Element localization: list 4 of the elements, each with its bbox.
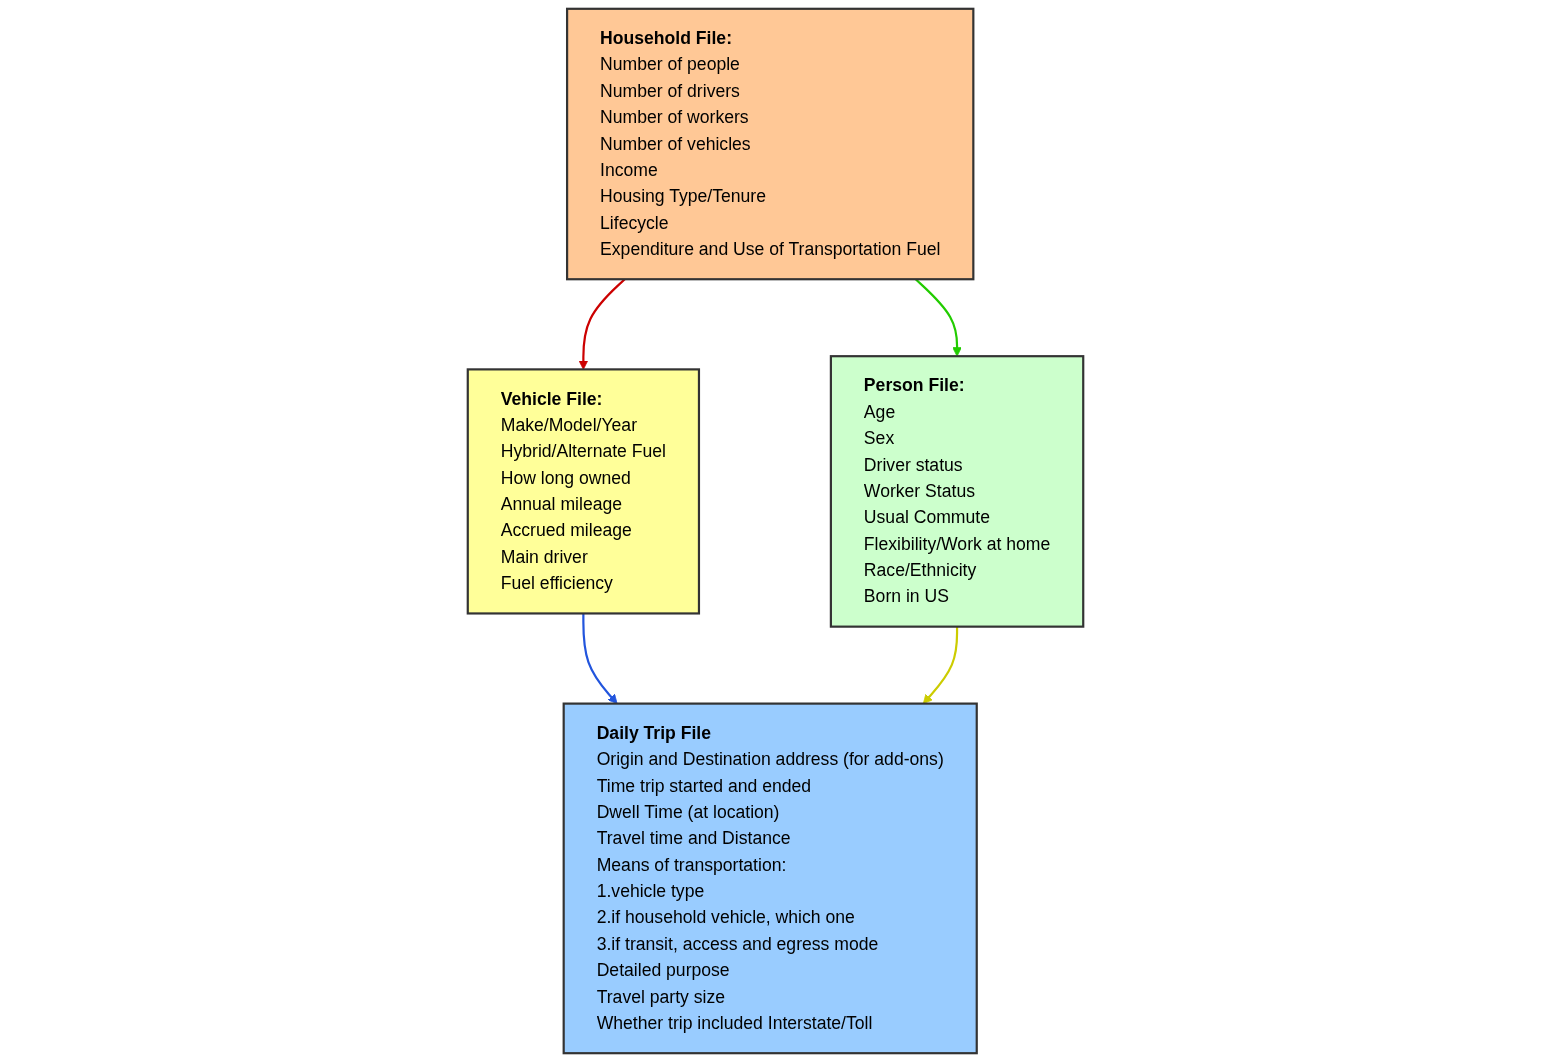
node-box: Household File: Number of people Number of drivers Number of workers Number of vehicles Income Housing Type/Tenure Lifecycle Expenditure and Use of Transportation Fuel — [566, 7, 975, 281]
node-box: Daily Trip File Origin and Destination address (for add-ons) Time trip started and ended Dwell Time (at location) Travel time and Distance Means of transportation: 1.vehicle type 2.if household vehicle, which one 3.if transit, access and egress mode Detailed purpose Travel party size Whether trip included Interstate/Toll — [562, 702, 978, 1055]
node-box: Person File: Age Sex Driver status Worker Status Usual Commute Flexibility/Work at home Race/Ethnicity Born in US — [829, 355, 1085, 628]
node-box: Vehicle File: Make/Model/Year Hybrid/Alternate Fuel How long owned Annual mileage Accrued mileage Main driver Fuel efficiency — [466, 368, 701, 615]
